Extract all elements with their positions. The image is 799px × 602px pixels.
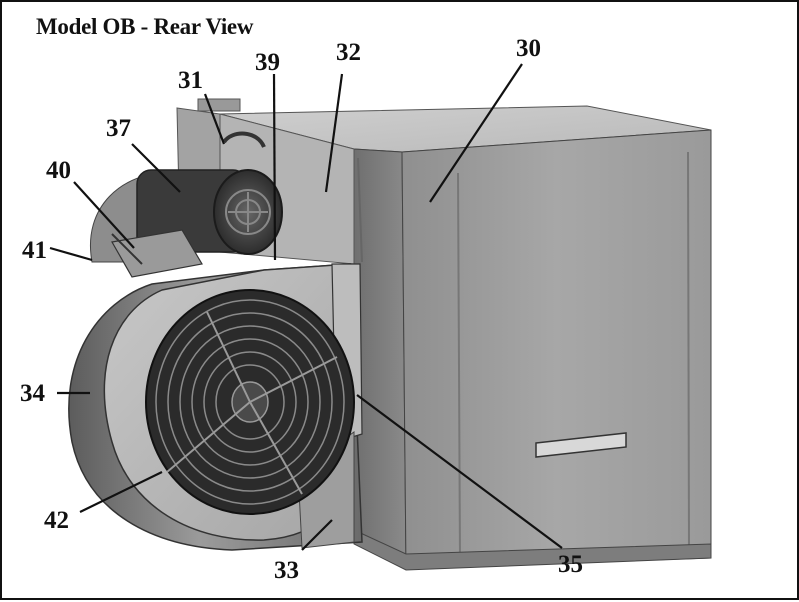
callout-32: 32 (336, 39, 361, 66)
leader-32 (324, 73, 344, 193)
fan-guard (145, 289, 355, 515)
callout-40: 40 (46, 157, 71, 184)
cabinet-right-panel (401, 129, 712, 569)
cabinet-front-panel (353, 148, 407, 569)
panel-seam-right (687, 151, 690, 553)
conduit (222, 131, 266, 148)
leader-37 (131, 143, 181, 193)
motor-mount (111, 229, 203, 278)
motor (136, 131, 283, 255)
leader-39 (272, 73, 277, 261)
callout-39: 39 (255, 49, 280, 76)
cabinet (219, 105, 712, 571)
callout-31: 31 (178, 67, 203, 94)
access-slot (535, 432, 627, 458)
leader-30 (429, 63, 523, 203)
panel-seam-left (457, 172, 461, 561)
leader-42 (79, 471, 163, 513)
leader-33 (301, 519, 333, 551)
callout-35: 35 (558, 551, 583, 578)
leader-31 (203, 93, 226, 145)
callout-30: 30 (516, 35, 541, 62)
callout-37: 37 (106, 115, 131, 142)
leader-35 (356, 394, 563, 549)
leader-lines (49, 63, 563, 551)
leader-40 (73, 181, 135, 249)
cabinet-base-rail (353, 529, 712, 571)
callout-42: 42 (44, 507, 69, 534)
junction-box (197, 98, 241, 112)
leader-41 (49, 246, 93, 262)
callout-34: 34 (20, 380, 45, 407)
callout-41: 41 (22, 237, 47, 264)
callout-33: 33 (274, 557, 299, 584)
diagram-title: Model OB - Rear View (36, 14, 254, 39)
